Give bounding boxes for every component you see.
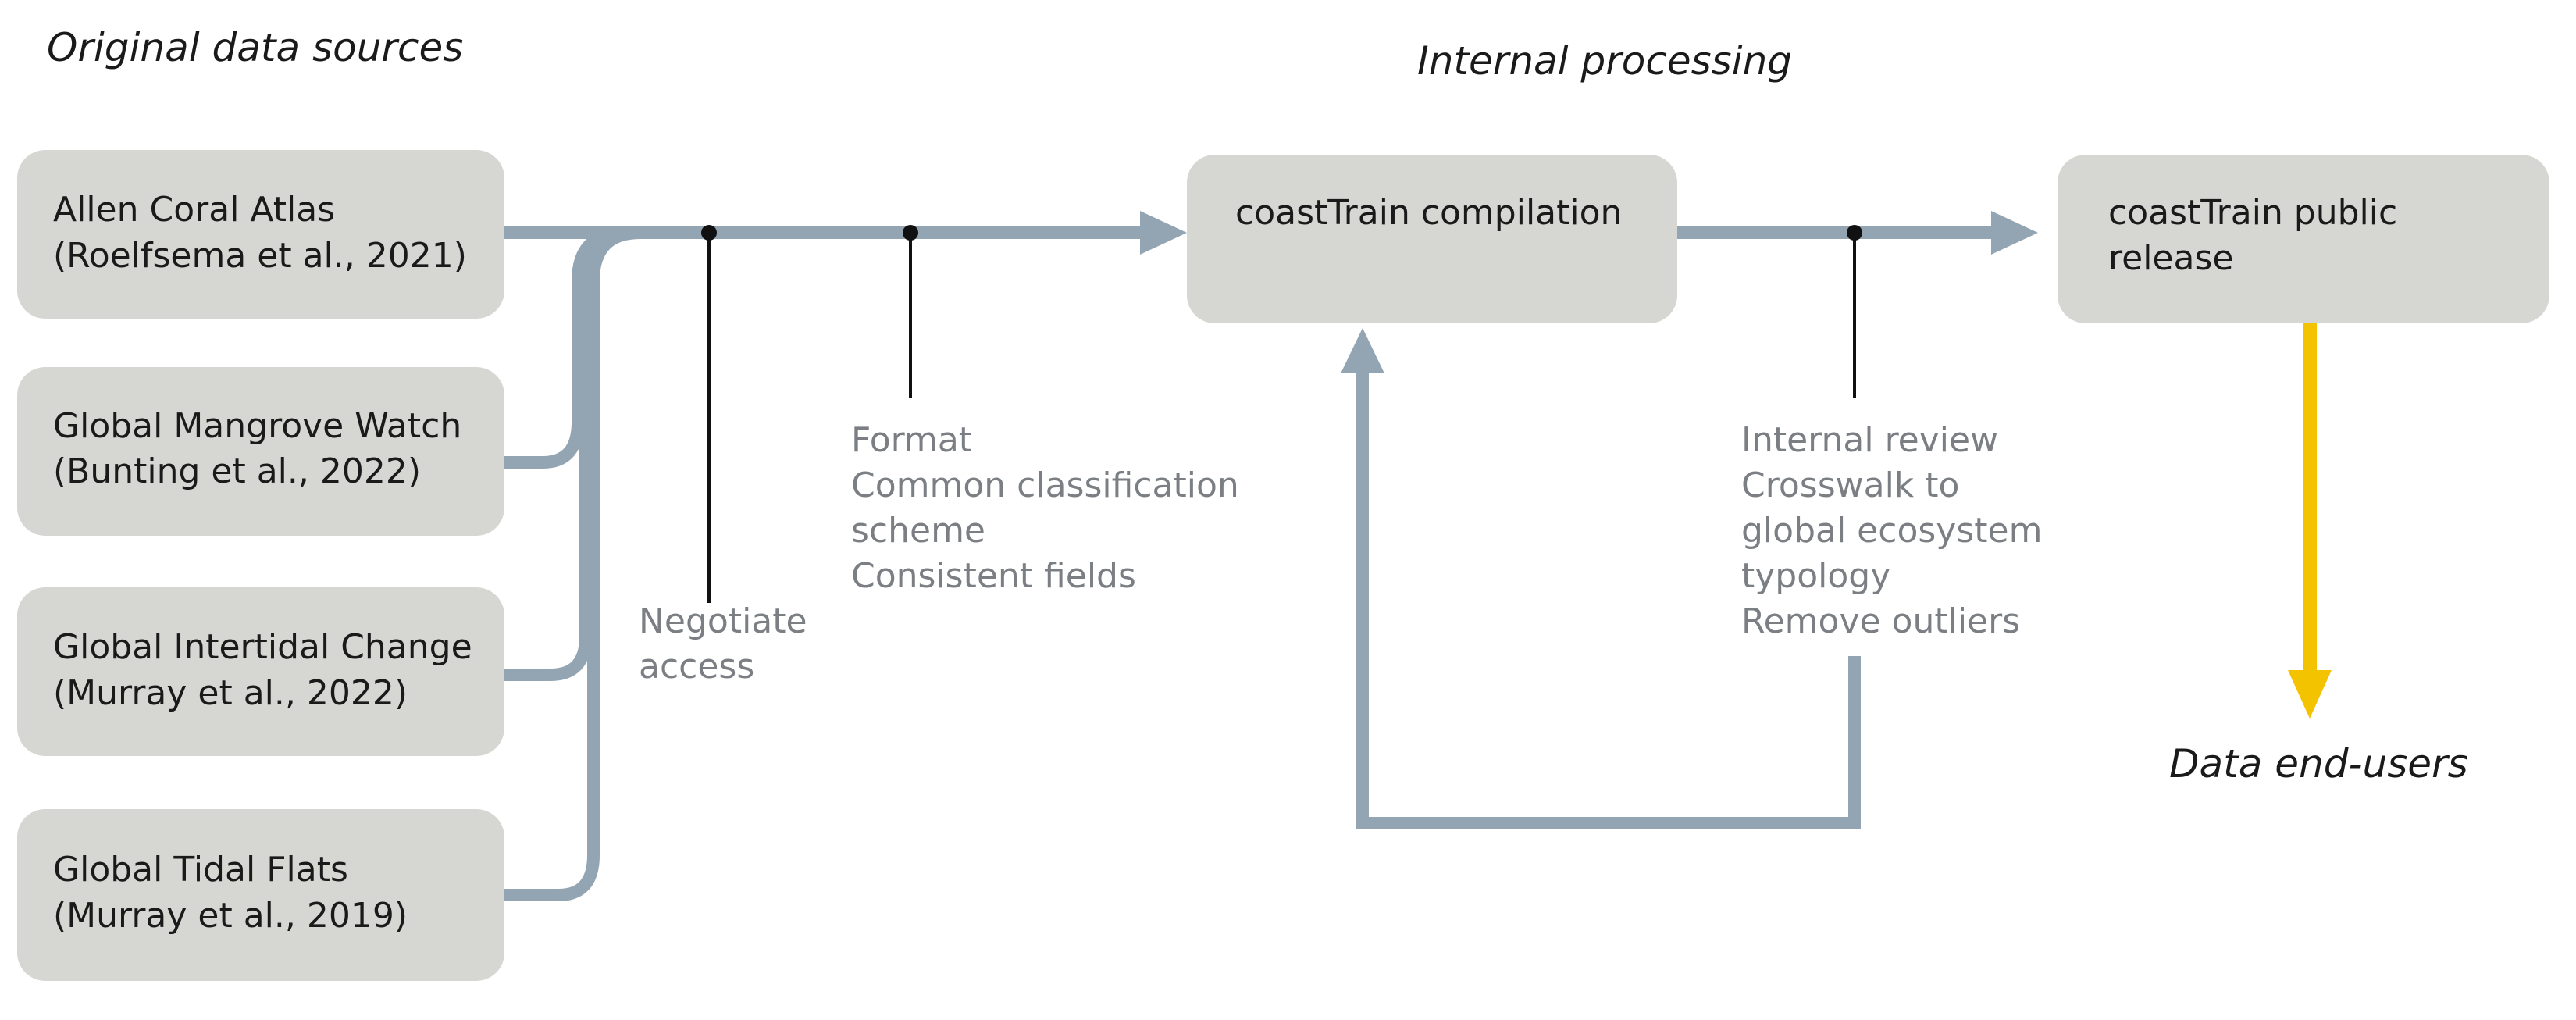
connector-tidal-flats: [500, 226, 641, 901]
note-negotiate-access: Negotiate access: [639, 601, 807, 687]
source-citation: (Roelfsema et al., 2021): [53, 236, 467, 276]
release-label-line2: release: [2108, 238, 2233, 278]
note-line: access: [639, 647, 754, 687]
box-coasttrain-public-release: coastTrain public release: [2058, 155, 2549, 323]
feedback-loop-line: [1356, 367, 1861, 829]
source-box-global-mangrove-watch: Global Mangrove Watch (Bunting et al., 2…: [17, 367, 504, 536]
note-line: typology: [1741, 556, 1890, 596]
connector-mangrove: [500, 226, 625, 469]
arrowhead-to-release: [1991, 211, 2038, 255]
source-citation: (Murray et al., 2022): [53, 673, 408, 713]
source-connectors: [500, 211, 1187, 901]
note-line: Internal review: [1741, 420, 1998, 460]
source-citation: (Bunting et al., 2022): [53, 451, 421, 491]
arrowhead-feedback: [1341, 328, 1384, 373]
heading-data-end-users: Data end-users: [2169, 741, 2468, 786]
dot-format: [903, 225, 918, 241]
source-name: Global Tidal Flats: [53, 850, 348, 890]
note-line: Common classification: [851, 465, 1239, 505]
note-line: Remove outliers: [1741, 601, 2020, 641]
compilation-label: coastTrain compilation: [1235, 193, 1622, 233]
note-line: Format: [851, 420, 972, 460]
note-line: Negotiate: [639, 601, 807, 641]
heading-original-data-sources: Original data sources: [47, 25, 463, 70]
dot-review: [1847, 225, 1862, 241]
note-line: scheme: [851, 511, 985, 551]
note-line: Consistent fields: [851, 556, 1136, 596]
note-format-steps: Format Common classification scheme Cons…: [851, 420, 1239, 596]
arrowhead-to-compilation: [1140, 211, 1187, 255]
source-box-global-intertidal-change: Global Intertidal Change (Murray et al.,…: [17, 587, 504, 756]
dot-negotiate: [701, 225, 717, 241]
source-citation: (Murray et al., 2019): [53, 896, 408, 936]
source-box-global-tidal-flats: Global Tidal Flats (Murray et al., 2019): [17, 809, 504, 981]
source-box-allen-coral-atlas: Allen Coral Atlas (Roelfsema et al., 202…: [17, 150, 504, 319]
note-review-steps: Internal review Crosswalk to global ecos…: [1741, 420, 2042, 641]
heading-internal-processing: Internal processing: [1417, 38, 1792, 84]
note-line: global ecosystem: [1741, 511, 2042, 551]
box-coasttrain-compilation: coastTrain compilation: [1187, 155, 1677, 323]
source-name: Global Mangrove Watch: [53, 406, 461, 446]
output-arrowhead: [2288, 670, 2332, 719]
source-name: Allen Coral Atlas: [53, 190, 335, 230]
note-line: Crosswalk to: [1741, 465, 1959, 505]
release-label-line1: coastTrain public: [2108, 193, 2397, 233]
source-name: Global Intertidal Change: [53, 627, 472, 667]
